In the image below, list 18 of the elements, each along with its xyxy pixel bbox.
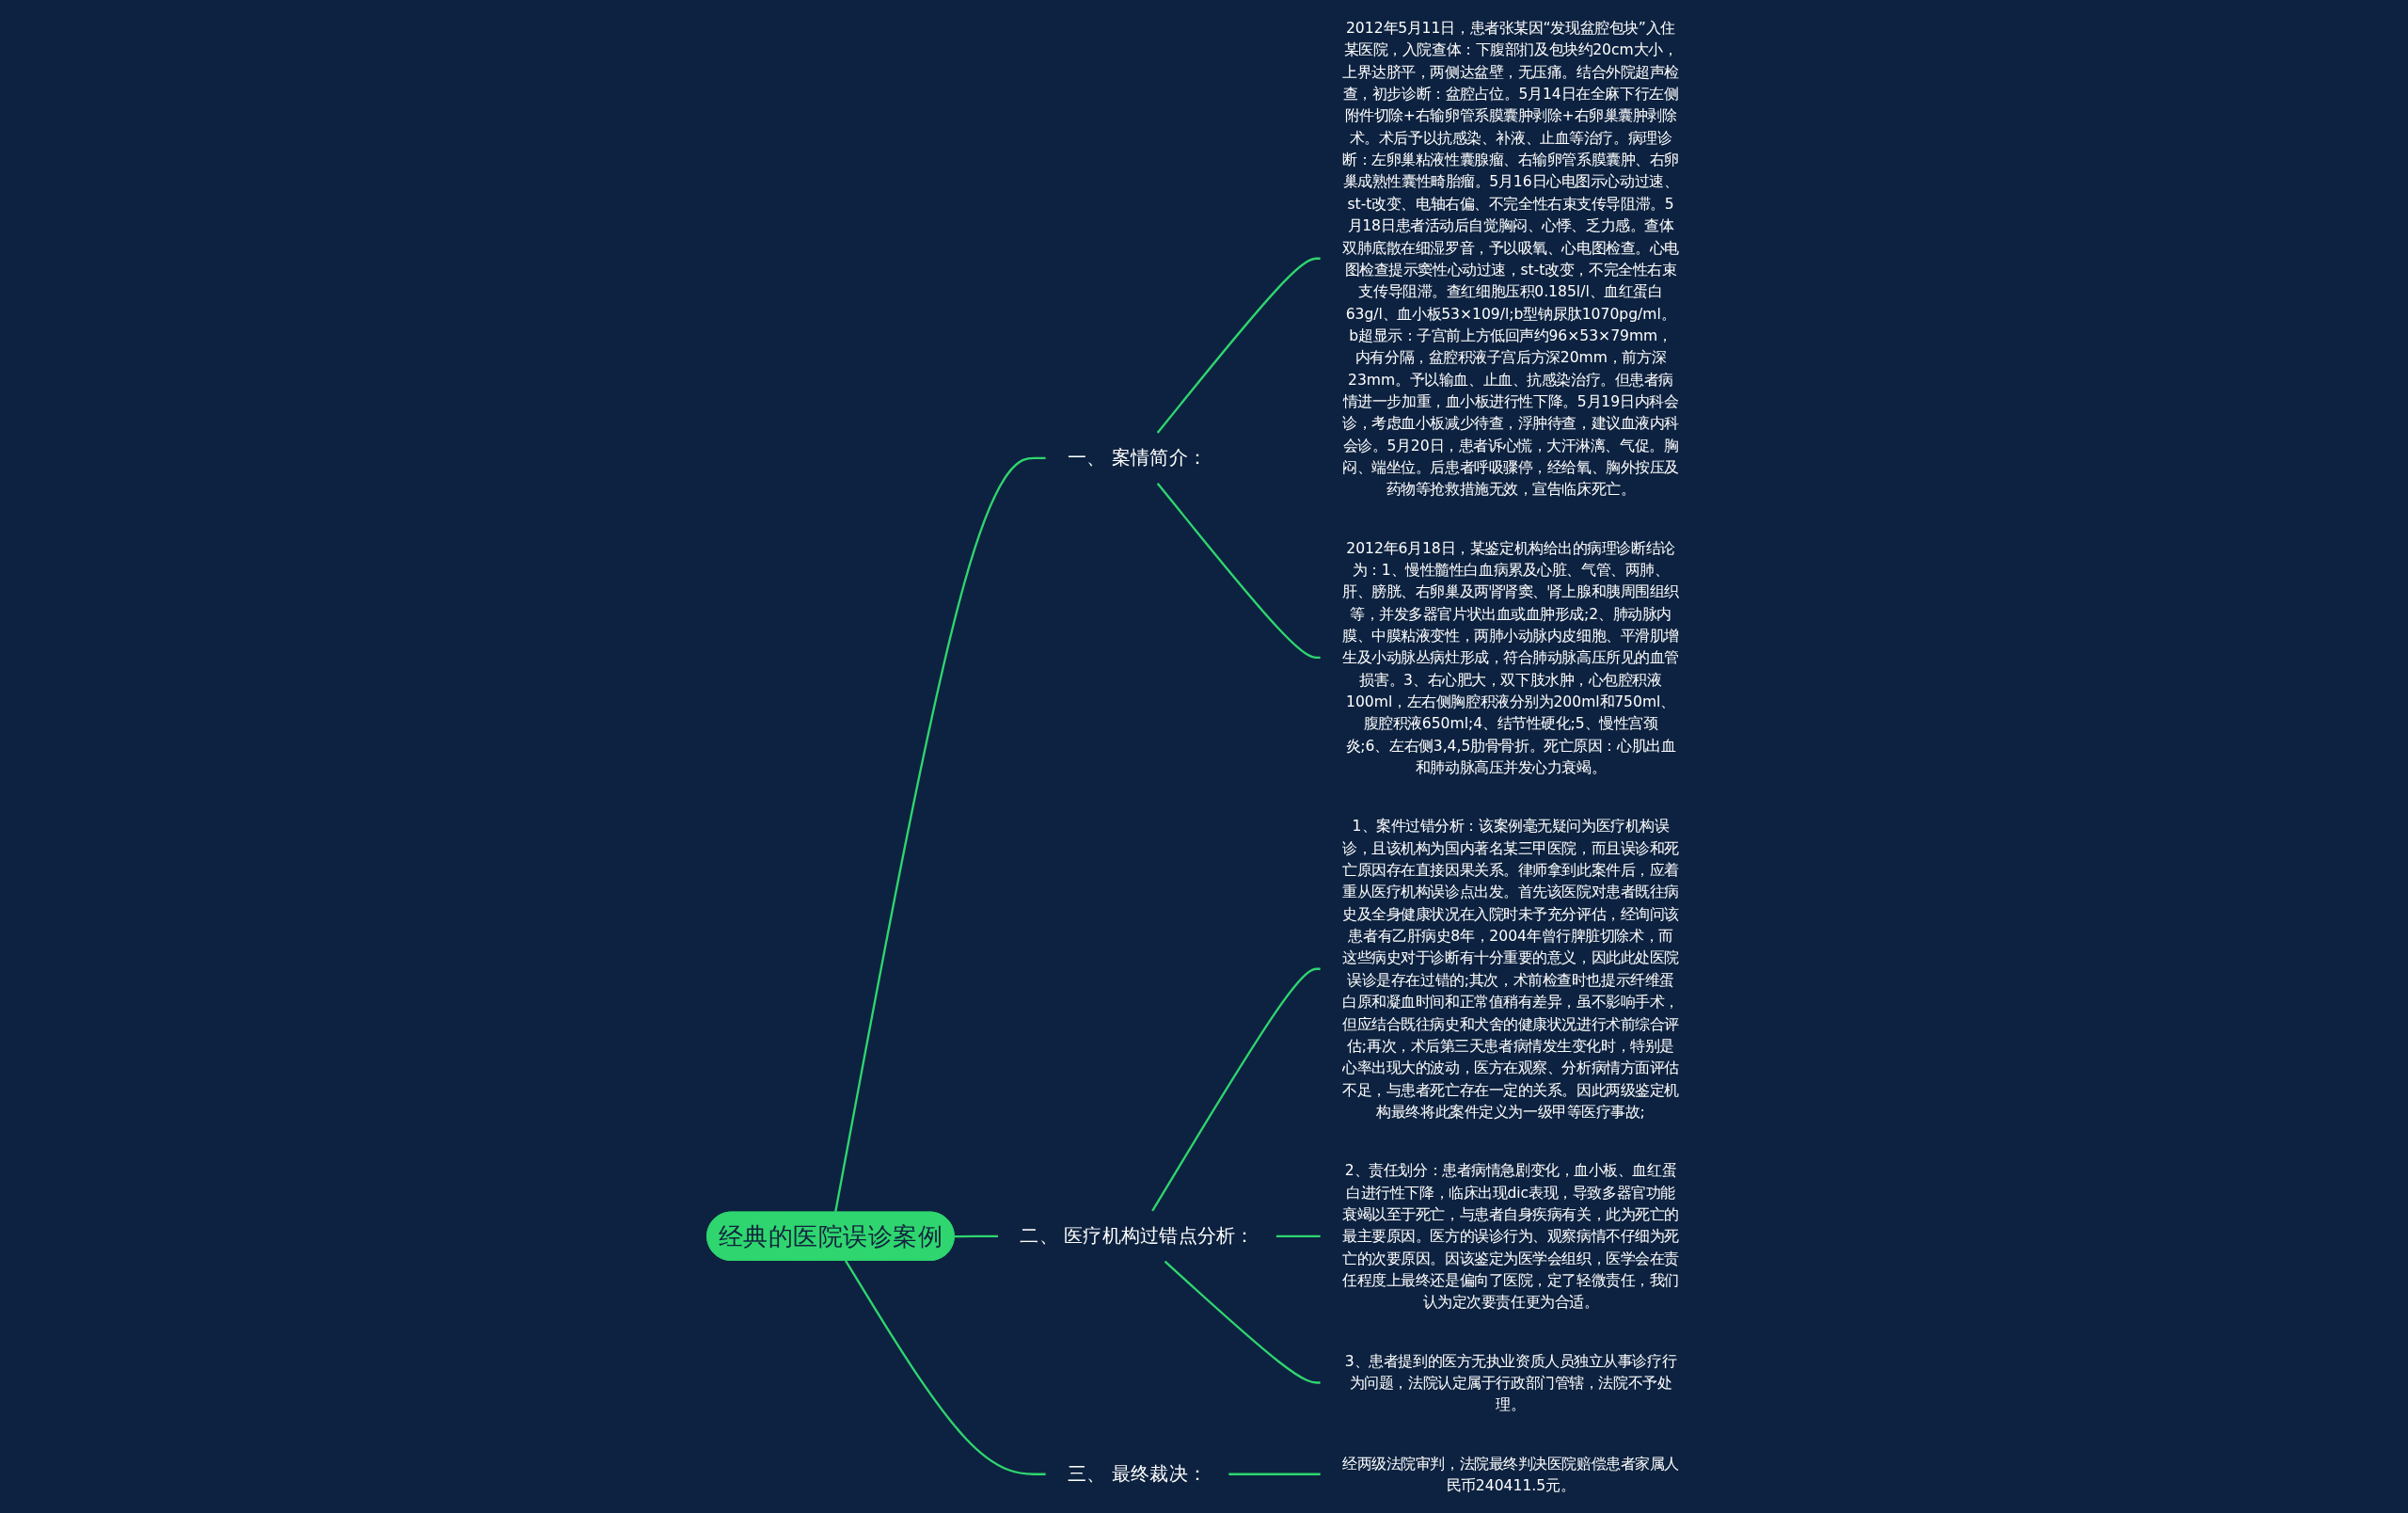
connector <box>954 1234 998 1238</box>
node-text: 二、 医疗机构过错点分析： <box>1020 1224 1255 1248</box>
connector <box>1164 1260 1321 1384</box>
connector <box>1228 1473 1321 1475</box>
node-text: 1、案件过错分析：该案例毫无疑问为医疗机构误诊，且该机构为国内著名某三甲医院，而且误诊和死亡原因存在直接因果关系。律师拿到此案件后，应着重从医疗机构误诊点出发。首先该医院对患者既往病史及全身健康状况在入院时未予充分评估，经询问该患者有乙肝病史8年，2004年曾行脾脏切除术，而这些病史对于诊断有十分重要的意义，因此此处医院误诊是存在过错的;其次，术前检查时也提示纤维蛋白原和凝血时间和正常值稍有差异，虽不影响手术，但应结合既往病史和犬舍的健康状况进行术前综合评估;再次，术后第三天患者病情发生变化时，特别是心率出现大的波动，医方在观察、分析病情方面评估不足，与患者死亡存在一定的关系。因此两级鉴定机构最终将此案件定义为一级甲等医疗事故; <box>1342 817 1680 1121</box>
connector <box>1156 482 1321 660</box>
node-text: 2012年5月11日，患者张某因“发现盆腔包块”入住某医院，入院查体：下腹部扪及包块约20cm大小，上界达脐平，两侧达盆壁，无压痛。结合外院超声检查，初步诊断：盆腔占位。5月14日在全麻下行左侧附件切除+右输卵管系膜囊肿剥除+右卵巢囊肿剥除术。术后予以抗感染、补液、止血等治疗。病理诊断：左卵巢粘液性囊腺瘤、右输卵管系膜囊肿、右卵巢成熟性囊性畸胎瘤。5月16日心电图示心动过速、st-t改变、电轴右偏、不完全性右束支传导阻滞。5月18日患者活动后自觉胸闷、心悸、乏力感。查体双肺底散在细湿罗音，予以吸氧、心电图检查。心电图检查提示窦性心动过速，st-t改变，不完全性右束支传导阻滞。查红细胞压积0.185l/l、血红蛋白63g/l、血小板53×109/l;b型钠尿肽1070pg/ml。b超显示：子宫前上方低回声约96×53×79mm，内有分隔，盆腔积液子宫后方深20mm，前方深23mm。予以输血、止血、抗感染治疗。但患者病情进一步加重，血小板进行性下降。5月19日内科会诊，考虑血小板减少待查，浮肿待查，建议血液内科会诊。5月20日，患者诉心慌，大汗淋漓、气促。胸闷、端坐位。后患者呼吸骤停，经给氧、胸外按压及药物等抢救措施无效，宣告临床死亡。 <box>1342 19 1680 499</box>
node-text: 3、患者提到的医方无执业资质人员独立从事诊疗行为问题，法院认定属于行政部门管辖，法院不予处理。 <box>1344 1351 1677 1414</box>
node-text: 经两级法院审判，法院最终判决医院赔偿患者家属人民币240411.5元。 <box>1342 1454 1680 1494</box>
connector <box>845 1260 1046 1475</box>
node-text: 2、责任划分：患者病情急剧变化，血小板、血红蛋白进行性下降，临床出现dic表现，导致多器官功能衰竭以至于死亡，与患者自身疾病有关，此为死亡的最主要原因。医方的误诊行为、观察病情不仔细为死亡的次要原因。因该鉴定为医学会组织，医学会在责任程度上最终还是偏向了医院，定了轻微责任，我们认为定次要责任更为合适。 <box>1342 1161 1680 1312</box>
node-text: 一、 案情简介： <box>1067 446 1208 470</box>
node-text: 三、 最终裁决： <box>1067 1462 1208 1486</box>
connector <box>1156 257 1321 434</box>
connector <box>1151 967 1321 1212</box>
connector <box>834 456 1046 1213</box>
connector <box>1275 1234 1321 1237</box>
node-text: 2012年6月18日，某鉴定机构给出的病理诊断结论为：1、慢性髓性白血病累及心脏、气管、两肺、肝、膀胱、右卵巢及两肾肾窦、肾上腺和胰周围组织等，并发多器官片状出血或血肿形成;2、肺动脉内膜、中膜粘液变性，两肺小动脉内皮细胞、平滑肌增生及小动脉丛病灶形成，符合肺动脉高压所见的血管损害。3、右心肥大，双下肢水肿，心包腔积液100ml，左右侧胸腔积液分别为200ml和750ml、腹腔积液650ml;4、结节性硬化;5、慢性宫颈炎;6、左右侧3,4,5肋骨骨折。死亡原因：心肌出血和肺动脉高压并发心力衰竭。 <box>1342 538 1680 777</box>
